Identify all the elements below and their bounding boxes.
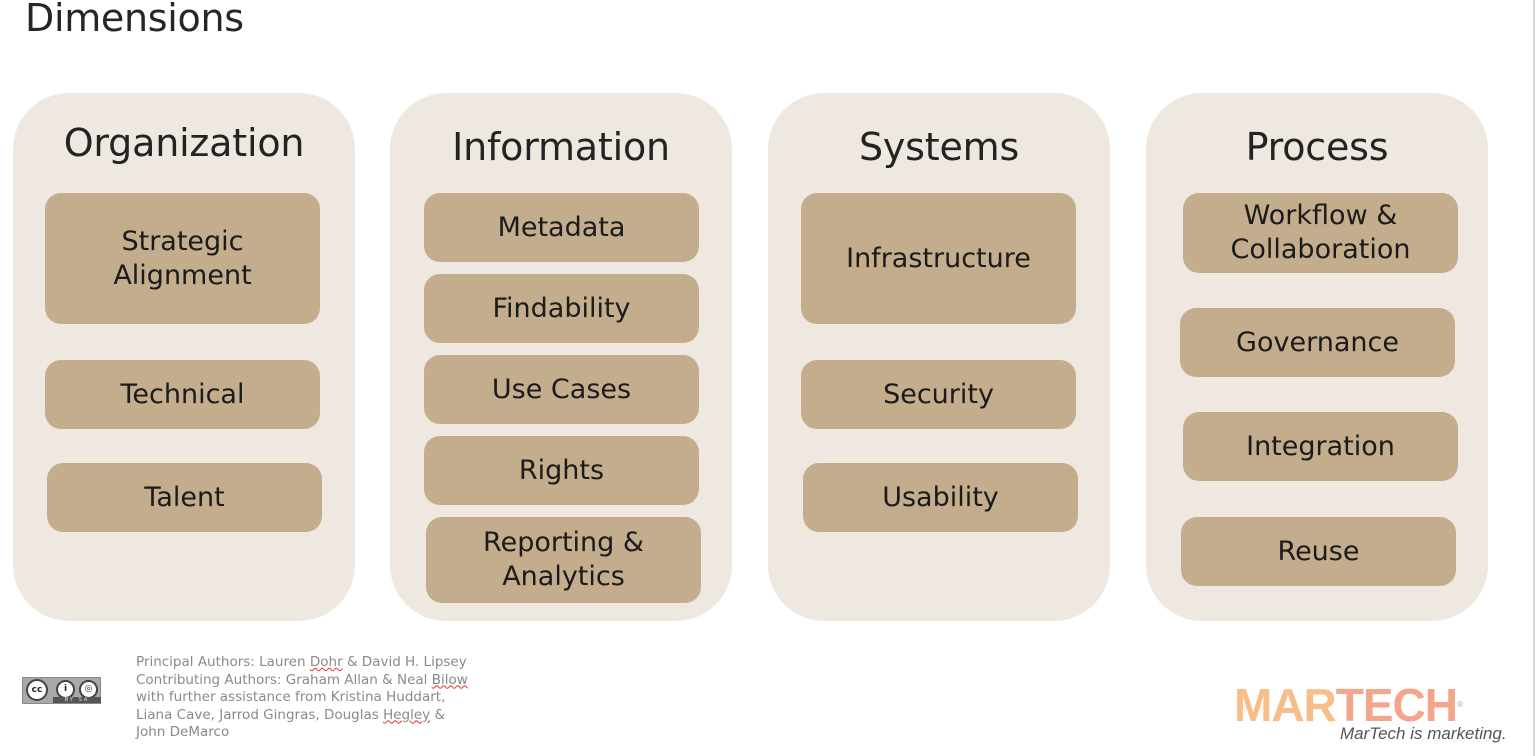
share-alike-icon: ◎ [79, 680, 98, 699]
dimension-tile: Use Cases [424, 355, 699, 424]
dimension-tile: Talent [47, 463, 322, 532]
card-heading: Organization [63, 121, 305, 165]
credits-line: Liana Cave, Jarrod Gingras, Douglas Hegl… [136, 706, 445, 723]
dimension-card-information: Information Metadata Findability Use Cas… [390, 93, 732, 621]
dimension-tile: Reporting & Analytics [426, 517, 701, 603]
creative-commons-by-sa-icon: cc i ◎ BY SA [22, 677, 101, 704]
logo-tagline: MarTech is marketing. [1340, 724, 1507, 743]
credits-line: Principal Authors: Lauren Dohr & David H… [136, 654, 467, 670]
cc-icon: cc [26, 679, 48, 701]
credits-line: with further assistance from Kristina Hu… [136, 689, 446, 705]
dimension-tile: Metadata [424, 193, 699, 262]
dimension-tile: Rights [424, 436, 699, 505]
dimension-tile: Integration [1183, 412, 1458, 481]
dimension-tile: Findability [424, 274, 699, 343]
license-label: BY SA [53, 697, 101, 703]
dimension-tile: Reuse [1181, 517, 1456, 586]
dimension-tile: Technical [45, 360, 320, 429]
card-heading: Systems [858, 125, 1020, 169]
credits-line: John DeMarco [136, 724, 230, 740]
dimension-tile: Infrastructure [801, 193, 1076, 324]
slide-title: Dimensions [25, 0, 244, 40]
card-heading: Information [452, 125, 670, 169]
dimension-card-systems: Systems Infrastructure Security Usabilit… [768, 93, 1110, 621]
card-heading: Process [1245, 125, 1389, 169]
martech-logo: MARTECH® [1234, 679, 1463, 731]
dimension-tile: Usability [803, 463, 1078, 532]
author-credits: Principal Authors: Lauren Dohr & David H… [136, 654, 468, 742]
credits-line: Contributing Authors: Graham Allan & Nea… [136, 671, 468, 688]
dimension-card-process: Process Workflow & Collaboration Governa… [1146, 93, 1488, 621]
dimension-tile: Security [801, 360, 1076, 429]
dimension-tile: Governance [1180, 308, 1455, 377]
dimension-tile: Strategic Alignment [45, 193, 320, 324]
dimension-tile: Workflow & Collaboration [1183, 193, 1458, 273]
slide-edge-divider [1533, 0, 1535, 756]
dimension-card-organization: Organization Strategic Alignment Technic… [13, 93, 355, 621]
